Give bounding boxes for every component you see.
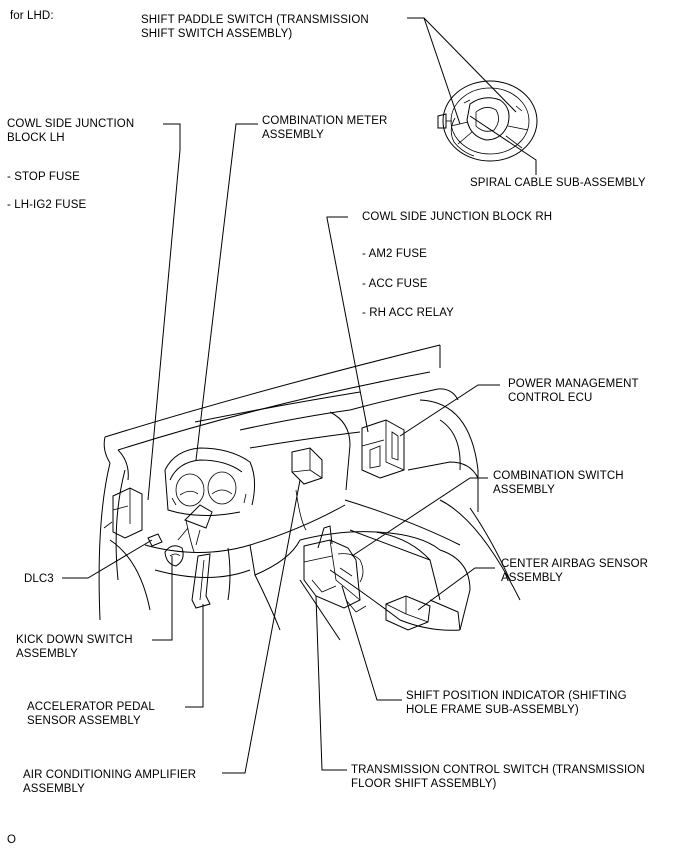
label-cowl-lh-stop-fuse: - STOP FUSE: [7, 171, 80, 183]
steering-wheel-illustration: [437, 80, 538, 162]
leader-lines: [62, 17, 537, 774]
label-cowl-rh-acc-relay: - RH ACC RELAY: [362, 307, 454, 319]
label-combination-switch-assembly: COMBINATION SWITCH ASSEMBLY: [493, 470, 624, 496]
label-cowl-side-junction-block-rh: COWL SIDE JUNCTION BLOCK RH: [362, 211, 553, 223]
label-dlc3: DLC3: [24, 573, 54, 585]
label-spiral-cable-sub-assembly: SPIRAL CABLE SUB-ASSEMBLY: [470, 177, 646, 189]
label-combination-meter-assembly: COMBINATION METER ASSEMBLY: [262, 115, 388, 141]
label-transmission-control-switch: TRANSMISSION CONTROL SWITCH (TRANSMISSIO…: [351, 764, 645, 790]
dashboard-illustration: [98, 344, 521, 641]
label-cowl-rh-am2-fuse: - AM2 FUSE: [362, 248, 427, 260]
illustration-code: O: [7, 834, 17, 846]
label-cowl-rh-acc-fuse: - ACC FUSE: [362, 278, 428, 290]
label-shift-position-indicator: SHIFT POSITION INDICATOR (SHIFTING HOLE …: [406, 690, 627, 716]
label-center-airbag-sensor-assembly: CENTER AIRBAG SENSOR ASSEMBLY: [501, 558, 649, 584]
label-kick-down-switch-assembly: KICK DOWN SWITCH ASSEMBLY: [16, 634, 133, 660]
label-cowl-side-junction-block-lh: COWL SIDE JUNCTION BLOCK LH: [7, 118, 135, 144]
label-accelerator-pedal-sensor-assembly: ACCELERATOR PEDAL SENSOR ASSEMBLY: [27, 701, 155, 727]
label-shift-paddle-switch: SHIFT PADDLE SWITCH (TRANSMISSION SHIFT …: [141, 14, 369, 40]
label-cowl-lh-ig2-fuse: - LH-IG2 FUSE: [7, 199, 87, 211]
label-air-conditioning-amplifier-assembly: AIR CONDITIONING AMPLIFIER ASSEMBLY: [23, 769, 197, 795]
label-power-management-control-ecu: POWER MANAGEMENT CONTROL ECU: [508, 378, 639, 404]
diagram-variant-label: for LHD:: [10, 10, 54, 22]
